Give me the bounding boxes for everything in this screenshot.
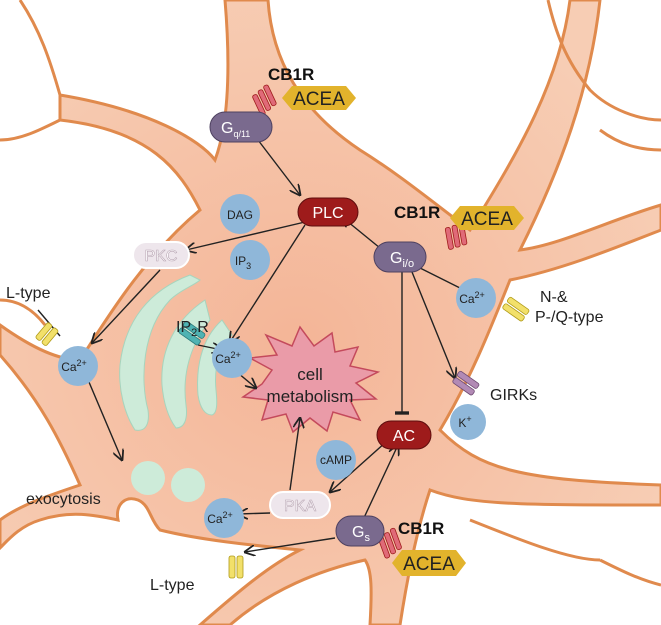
girk-channel <box>452 370 480 396</box>
ltype-label-bottom: L-type <box>150 577 195 594</box>
ac-pill: AC <box>376 420 432 450</box>
ltype-label-left: L-type <box>6 285 51 302</box>
svg-text:Ca2+: Ca2+ <box>207 510 233 526</box>
arrow-plc-to-ip2r <box>230 224 306 342</box>
camp-circle: cAMP <box>316 440 356 480</box>
np-q-label-line2: P-/Q-type <box>535 309 604 326</box>
arrow-ca-to-exocytosis <box>85 374 122 460</box>
svg-text:Ca2+: Ca2+ <box>215 350 241 366</box>
pathway-arrows <box>37 139 489 552</box>
svg-text:ACEA: ACEA <box>293 89 345 110</box>
svg-text:PKC: PKC <box>145 248 178 265</box>
vesicle-1 <box>131 461 165 495</box>
svg-text:PKA: PKA <box>284 498 316 515</box>
gio-pill: Gi/o <box>373 241 427 273</box>
svg-text:cAMP: cAMP <box>320 453 352 467</box>
girks-label: GIRKs <box>490 387 537 404</box>
cb1r-label-right: CB1R <box>394 203 440 222</box>
svg-text:Gq/11: Gq/11 <box>221 120 250 139</box>
arrow-gs-to-ltype <box>245 537 336 552</box>
cell-metabolism-star <box>240 325 381 434</box>
svg-text:Gi/o: Gi/o <box>390 250 414 270</box>
gq11-pill: Gq/11 <box>209 111 273 143</box>
arrow-pka-to-metabolism <box>289 418 300 491</box>
ltype-channel-left <box>35 322 59 346</box>
ca-ion-bottom: Ca2+ <box>204 498 244 538</box>
acea-badge-top: ACEA <box>282 86 356 110</box>
svg-text:Ca2+: Ca2+ <box>61 358 87 374</box>
acea-badge-bottom: ACEA <box>392 550 466 576</box>
exocytosis-label: exocytosis <box>26 491 101 508</box>
svg-text:ACEA: ACEA <box>461 209 513 230</box>
svg-text:Gs: Gs <box>352 524 370 544</box>
dag-circle: DAG <box>220 194 260 234</box>
cell-metabolism-line2: metabolism <box>267 387 354 406</box>
ca-ion-er: Ca2+ <box>212 338 252 378</box>
vesicle-2 <box>171 468 205 502</box>
svg-text:AC: AC <box>393 428 415 445</box>
ip3-circle: IP3 <box>230 240 270 280</box>
svg-text:Ca2+: Ca2+ <box>459 290 485 306</box>
acea-badge-right: ACEA <box>450 206 524 230</box>
plc-pill: PLC <box>297 197 359 227</box>
arrow-pkc-to-ca <box>92 269 161 343</box>
svg-text:ACEA: ACEA <box>403 554 455 575</box>
cb1r-label-top: CB1R <box>268 65 314 84</box>
arrow-ac-to-pka <box>330 441 387 492</box>
arrow-plc-to-pkc <box>186 221 306 250</box>
ip2r-channel <box>178 320 206 346</box>
cb1r-label-bottom: CB1R <box>398 519 444 538</box>
cb1r-receptor-bottom <box>378 527 402 559</box>
svg-text:DAG: DAG <box>227 208 253 222</box>
svg-text:IP3: IP3 <box>235 254 251 271</box>
arrow-gq-to-plc <box>257 139 300 195</box>
arrow-gio-to-girks <box>411 271 455 378</box>
k-ion: K+ <box>450 404 486 440</box>
cb1r-receptor-top <box>252 84 277 116</box>
cell-metabolism-line1: cell <box>297 365 323 384</box>
ca-ion-left: Ca2+ <box>58 346 98 386</box>
np-q-channel <box>502 296 530 322</box>
svg-text:PLC: PLC <box>312 205 343 222</box>
arrow-gs-to-ac <box>361 445 398 523</box>
pkc-pill: PKC <box>132 241 190 269</box>
svg-text:K+: K+ <box>458 414 471 430</box>
ca-ion-right: Ca2+ <box>456 278 496 318</box>
ip2r-label: IP2R <box>176 319 209 339</box>
ltype-channel-bottom <box>228 555 244 579</box>
np-q-label-line1: N-& <box>540 289 568 306</box>
gs-pill: Gs <box>335 515 385 547</box>
pka-pill: PKA <box>269 491 331 519</box>
